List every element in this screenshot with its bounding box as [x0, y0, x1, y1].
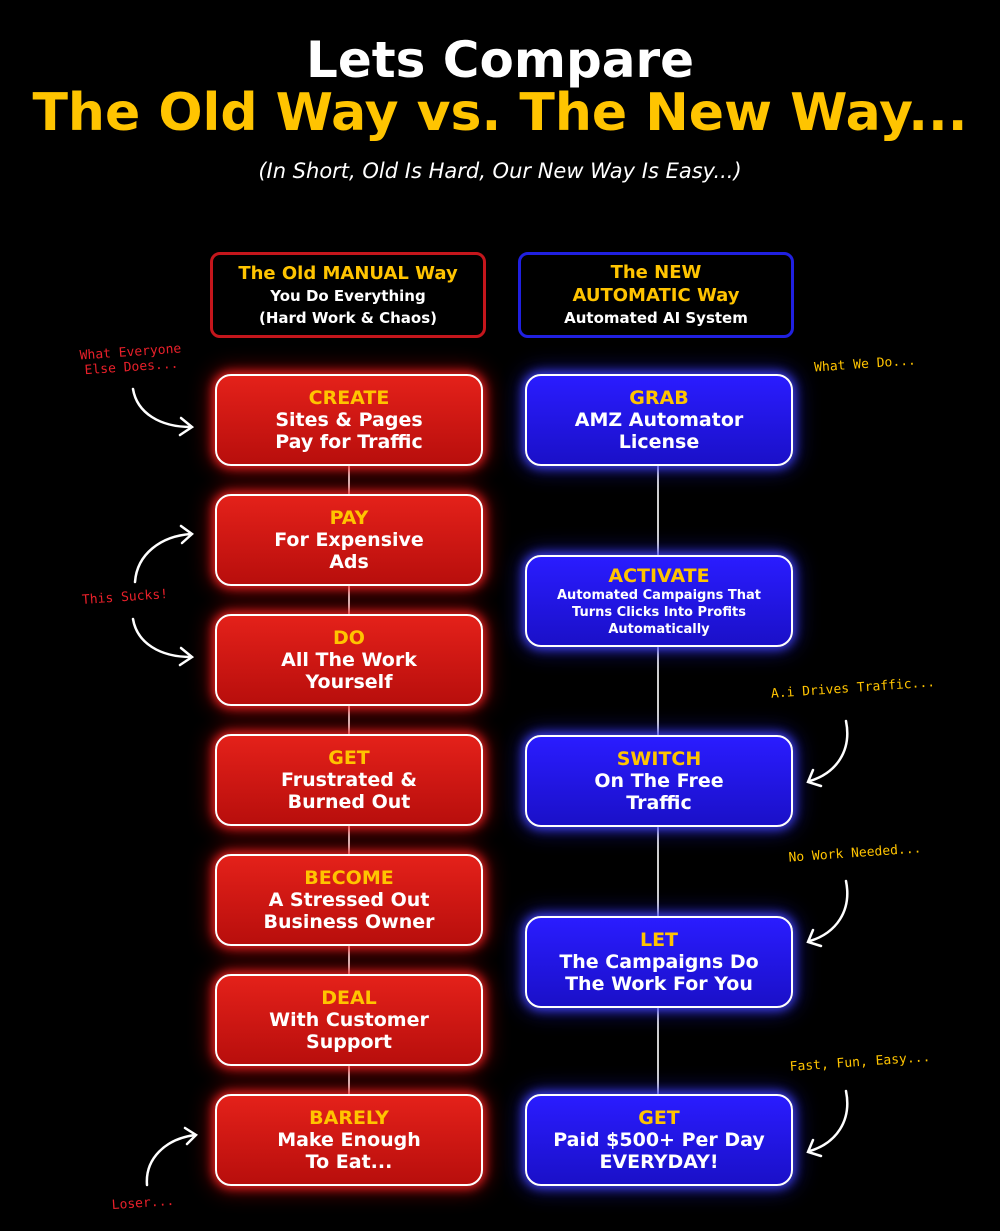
step-heading: BARELY [309, 1107, 389, 1129]
step-text: All The Work [281, 649, 417, 671]
step-text: Business Owner [263, 911, 435, 933]
step-text: To Eat... [305, 1151, 393, 1173]
step-heading: BECOME [304, 867, 394, 889]
note-fast-fun: Fast, Fun, Easy... [789, 1050, 931, 1075]
step-text: Support [306, 1031, 392, 1053]
curved-arrow-icon [145, 1126, 198, 1187]
new-way-title: The NEW [610, 262, 702, 283]
step-text: The Campaigns Do [559, 951, 759, 973]
new-way-title-2: AUTOMATIC Way [572, 285, 740, 306]
note-loser: Loser... [111, 1193, 175, 1214]
curved-arrow-icon [806, 1089, 849, 1158]
note-what-we-do: What We Do... [813, 353, 917, 376]
step-text: Automated Campaigns That [557, 587, 761, 603]
step-text: Burned Out [287, 791, 411, 813]
old-step-get: GET Frustrated & Burned Out [215, 734, 483, 826]
step-text: With Customer [269, 1009, 429, 1031]
step-text: Turns Clicks Into Profits [572, 604, 746, 620]
old-way-title: The Old MANUAL Way [238, 263, 458, 284]
curved-arrow-icon [131, 387, 195, 437]
step-heading: DEAL [321, 987, 377, 1009]
step-text: License [618, 431, 700, 453]
step-text: Yourself [305, 671, 393, 693]
old-way-desc: You Do Everything [270, 287, 426, 305]
step-text: Automatically [608, 621, 710, 637]
old-step-deal: DEAL With Customer Support [215, 974, 483, 1066]
old-step-barely: BARELY Make Enough To Eat... [215, 1094, 483, 1186]
step-text: Make Enough [277, 1129, 421, 1151]
new-step-let: LET The Campaigns Do The Work For You [525, 916, 793, 1008]
note-everyone: What Everyone Else Does... [65, 341, 197, 380]
old-step-pay: PAY For Expensive Ads [215, 494, 483, 586]
old-step-create: CREATE Sites & Pages Pay for Traffic [215, 374, 483, 466]
step-heading: DO [333, 627, 365, 649]
note-ai-drives: A.i Drives Traffic... [770, 675, 936, 702]
old-step-become: BECOME A Stressed Out Business Owner [215, 854, 483, 946]
new-way-header: The NEW AUTOMATIC Way Automated AI Syste… [518, 252, 794, 338]
new-step-grab: GRAB AMZ Automator License [525, 374, 793, 466]
old-step-do: DO All The Work Yourself [215, 614, 483, 706]
step-heading: PAY [329, 507, 369, 529]
step-text: On The Free [594, 770, 724, 792]
step-text: Sites & Pages [275, 409, 423, 431]
curved-arrow-icon [806, 879, 849, 948]
old-way-header: The Old MANUAL Way You Do Everything (Ha… [210, 252, 486, 338]
step-heading: GET [638, 1107, 680, 1129]
step-text: AMZ Automator [574, 409, 744, 431]
step-text: Frustrated & [281, 769, 417, 791]
curved-arrow-icon [131, 617, 195, 667]
step-text: Paid $500+ Per Day [553, 1129, 765, 1151]
step-text: EVERYDAY! [599, 1151, 719, 1173]
step-text: Pay for Traffic [275, 431, 423, 453]
curved-arrow-icon [133, 524, 194, 584]
step-heading: GET [328, 747, 370, 769]
step-heading: GRAB [629, 387, 689, 409]
page-subtitle-highlight: The Old Way vs. The New Way... [32, 83, 968, 143]
note-no-work: No Work Needed... [788, 841, 922, 866]
step-text: Ads [329, 551, 369, 573]
new-way-desc: Automated AI System [564, 309, 748, 327]
step-text: The Work For You [565, 973, 753, 995]
old-way-desc-sub: (Hard Work & Chaos) [258, 309, 437, 327]
step-text: A Stressed Out [268, 889, 430, 911]
step-text: For Expensive [274, 529, 424, 551]
step-heading: LET [639, 929, 679, 951]
page-tagline: (In Short, Old Is Hard, Our New Way Is E… [258, 159, 742, 183]
new-step-get-paid: GET Paid $500+ Per Day EVERYDAY! [525, 1094, 793, 1186]
curved-arrow-icon [806, 719, 849, 788]
new-step-switch: SWITCH On The Free Traffic [525, 735, 793, 827]
step-heading: CREATE [308, 387, 390, 409]
step-heading: ACTIVATE [608, 564, 710, 587]
page-title: Lets Compare [305, 31, 695, 89]
new-step-activate: ACTIVATE Automated Campaigns That Turns … [525, 555, 793, 647]
step-text: Traffic [626, 792, 692, 814]
step-heading: SWITCH [616, 748, 702, 770]
